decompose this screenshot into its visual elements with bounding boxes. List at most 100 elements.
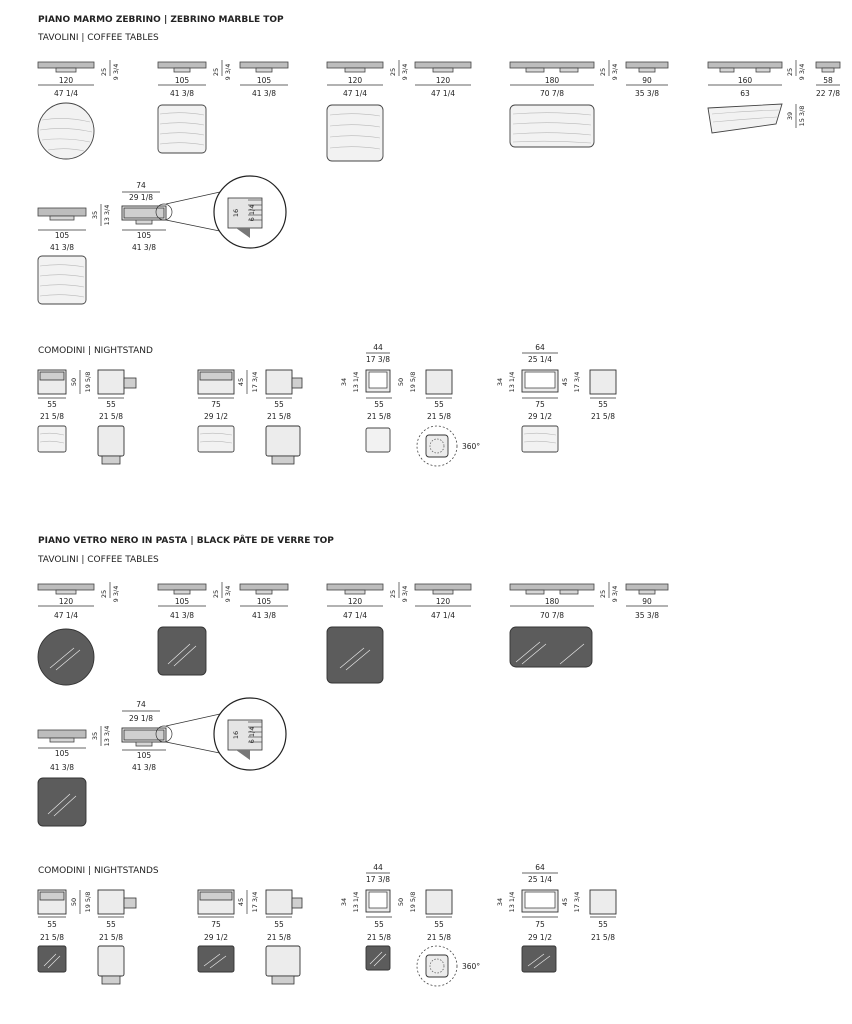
svg-text:15 3/8: 15 3/8 <box>798 106 806 127</box>
svg-text:160: 160 <box>738 76 753 85</box>
svg-text:13 1/4: 13 1/4 <box>508 892 516 913</box>
svg-text:47 1/4: 47 1/4 <box>431 611 455 620</box>
svg-text:120: 120 <box>348 76 363 85</box>
svg-text:25: 25 <box>599 68 607 76</box>
svg-text:55: 55 <box>374 920 384 929</box>
svg-text:47 1/4: 47 1/4 <box>343 611 367 620</box>
svg-text:29 1/2: 29 1/2 <box>528 933 552 942</box>
svg-text:75: 75 <box>211 400 221 409</box>
svg-text:13 1/4: 13 1/4 <box>508 372 516 393</box>
svg-text:35: 35 <box>91 732 99 740</box>
coffee-table-160-trapezoid: 160 63 25 9 3/4 58 22 7/8 39 15 3/8 <box>707 60 841 134</box>
svg-text:44: 44 <box>373 343 383 352</box>
glass-nightstand-75: 75 29 1/2 45 17 3/4 55 21 5/8 <box>197 889 303 985</box>
svg-text:55: 55 <box>274 920 284 929</box>
svg-text:55: 55 <box>274 400 284 409</box>
nightstand-55: 55 21 5/8 50 19 5/8 55 21 5/8 <box>37 369 137 465</box>
svg-text:16: 16 <box>232 209 240 217</box>
svg-text:74: 74 <box>136 181 146 190</box>
svg-text:21 5/8: 21 5/8 <box>591 933 615 942</box>
svg-text:41 3/8: 41 3/8 <box>170 89 194 98</box>
svg-text:29 1/2: 29 1/2 <box>204 933 228 942</box>
svg-text:75: 75 <box>535 920 545 929</box>
svg-text:90: 90 <box>642 76 652 85</box>
svg-text:21 5/8: 21 5/8 <box>99 933 123 942</box>
svg-text:9 3/4: 9 3/4 <box>798 64 806 81</box>
svg-text:25: 25 <box>786 68 794 76</box>
glass-coffee-table-120-round: 120 47 1/4 25 9 3/4 <box>37 582 120 686</box>
svg-text:29 1/8: 29 1/8 <box>129 714 153 723</box>
svg-text:13 3/4: 13 3/4 <box>103 726 111 747</box>
svg-text:105: 105 <box>175 76 190 85</box>
svg-text:25: 25 <box>599 590 607 598</box>
svg-text:47 1/4: 47 1/4 <box>343 89 367 98</box>
glass-nightstand-44-rotating: 44 17 3/8 34 13 1/4 55 21 5/8 50 19 5/8 … <box>340 863 480 987</box>
nightstand-75: 75 29 1/2 45 17 3/4 55 21 5/8 <box>197 369 303 465</box>
svg-text:75: 75 <box>535 400 545 409</box>
svg-text:17 3/4: 17 3/4 <box>251 372 259 393</box>
svg-text:47 1/4: 47 1/4 <box>54 611 78 620</box>
svg-text:45: 45 <box>237 378 245 386</box>
dim-height-cm: 25 <box>100 68 108 76</box>
dim-width-in: 47 1/4 <box>54 89 78 98</box>
svg-text:120: 120 <box>436 597 451 606</box>
svg-text:21 5/8: 21 5/8 <box>367 933 391 942</box>
dim-height-in: 9 3/4 <box>112 64 120 81</box>
svg-text:17 3/4: 17 3/4 <box>573 892 581 913</box>
svg-text:64: 64 <box>535 343 545 352</box>
svg-text:180: 180 <box>545 76 560 85</box>
svg-text:75: 75 <box>211 920 221 929</box>
round-top-plan <box>37 102 95 160</box>
svg-text:21 5/8: 21 5/8 <box>40 412 64 421</box>
svg-text:45: 45 <box>561 378 569 386</box>
square-top-plan-large <box>326 104 384 162</box>
svg-text:13 1/4: 13 1/4 <box>352 372 360 393</box>
svg-text:9 3/4: 9 3/4 <box>401 64 409 81</box>
svg-text:19 5/8: 19 5/8 <box>409 372 417 393</box>
svg-text:16: 16 <box>232 731 240 739</box>
svg-text:105: 105 <box>55 231 70 240</box>
glass-coffee-table-180-rect: 180 70 7/8 25 9 3/4 90 35 3/8 <box>509 582 669 668</box>
svg-text:25: 25 <box>212 68 220 76</box>
svg-text:19 5/8: 19 5/8 <box>84 372 92 393</box>
section2-night-title: COMODINI | NIGHTSTANDS <box>38 866 159 876</box>
section2-coffee-title: TAVOLINI | COFFEE TABLES <box>37 555 159 565</box>
svg-text:34: 34 <box>340 898 348 906</box>
svg-text:45: 45 <box>561 898 569 906</box>
svg-text:64: 64 <box>535 863 545 872</box>
svg-text:55: 55 <box>598 920 608 929</box>
svg-text:21 5/8: 21 5/8 <box>367 412 391 421</box>
svg-text:9 3/4: 9 3/4 <box>611 586 619 603</box>
svg-text:55: 55 <box>374 400 384 409</box>
svg-text:9 3/4: 9 3/4 <box>112 586 120 603</box>
svg-text:55: 55 <box>106 920 116 929</box>
svg-text:105: 105 <box>257 76 272 85</box>
svg-text:41 3/8: 41 3/8 <box>132 763 156 772</box>
rotation-circle <box>416 425 458 467</box>
svg-text:19 5/8: 19 5/8 <box>409 892 417 913</box>
svg-text:105: 105 <box>137 751 152 760</box>
svg-text:25: 25 <box>389 590 397 598</box>
svg-text:105: 105 <box>55 749 70 758</box>
svg-text:120: 120 <box>59 597 74 606</box>
svg-text:29 1/2: 29 1/2 <box>528 412 552 421</box>
trapezoid-top-plan <box>707 103 783 134</box>
svg-text:360°: 360° <box>462 962 480 971</box>
glass-nightstand-64-open: 64 25 1/4 34 13 1/4 75 29 1/2 45 17 3/4 … <box>496 863 617 973</box>
svg-text:55: 55 <box>598 400 608 409</box>
svg-text:25 1/4: 25 1/4 <box>528 875 552 884</box>
svg-text:6 1/4: 6 1/4 <box>248 205 256 222</box>
coffee-table-105-tray: 105 41 3/8 35 13 3/4 74 29 1/8 105 41 3/… <box>37 175 287 305</box>
svg-text:41 3/8: 41 3/8 <box>170 611 194 620</box>
section1-coffee-title: TAVOLINI | COFFEE TABLES <box>37 33 159 43</box>
svg-text:41 3/8: 41 3/8 <box>252 89 276 98</box>
svg-text:21 5/8: 21 5/8 <box>267 412 291 421</box>
svg-text:25 1/4: 25 1/4 <box>528 355 552 364</box>
svg-text:44: 44 <box>373 863 383 872</box>
svg-text:17 3/4: 17 3/4 <box>251 892 259 913</box>
svg-text:9 3/4: 9 3/4 <box>224 64 232 81</box>
svg-text:50: 50 <box>70 898 78 906</box>
glass-coffee-table-105-tray: 105 41 3/8 35 13 3/4 74 29 1/8 105 41 3/… <box>37 697 287 827</box>
svg-text:25: 25 <box>100 590 108 598</box>
svg-text:55: 55 <box>47 920 57 929</box>
